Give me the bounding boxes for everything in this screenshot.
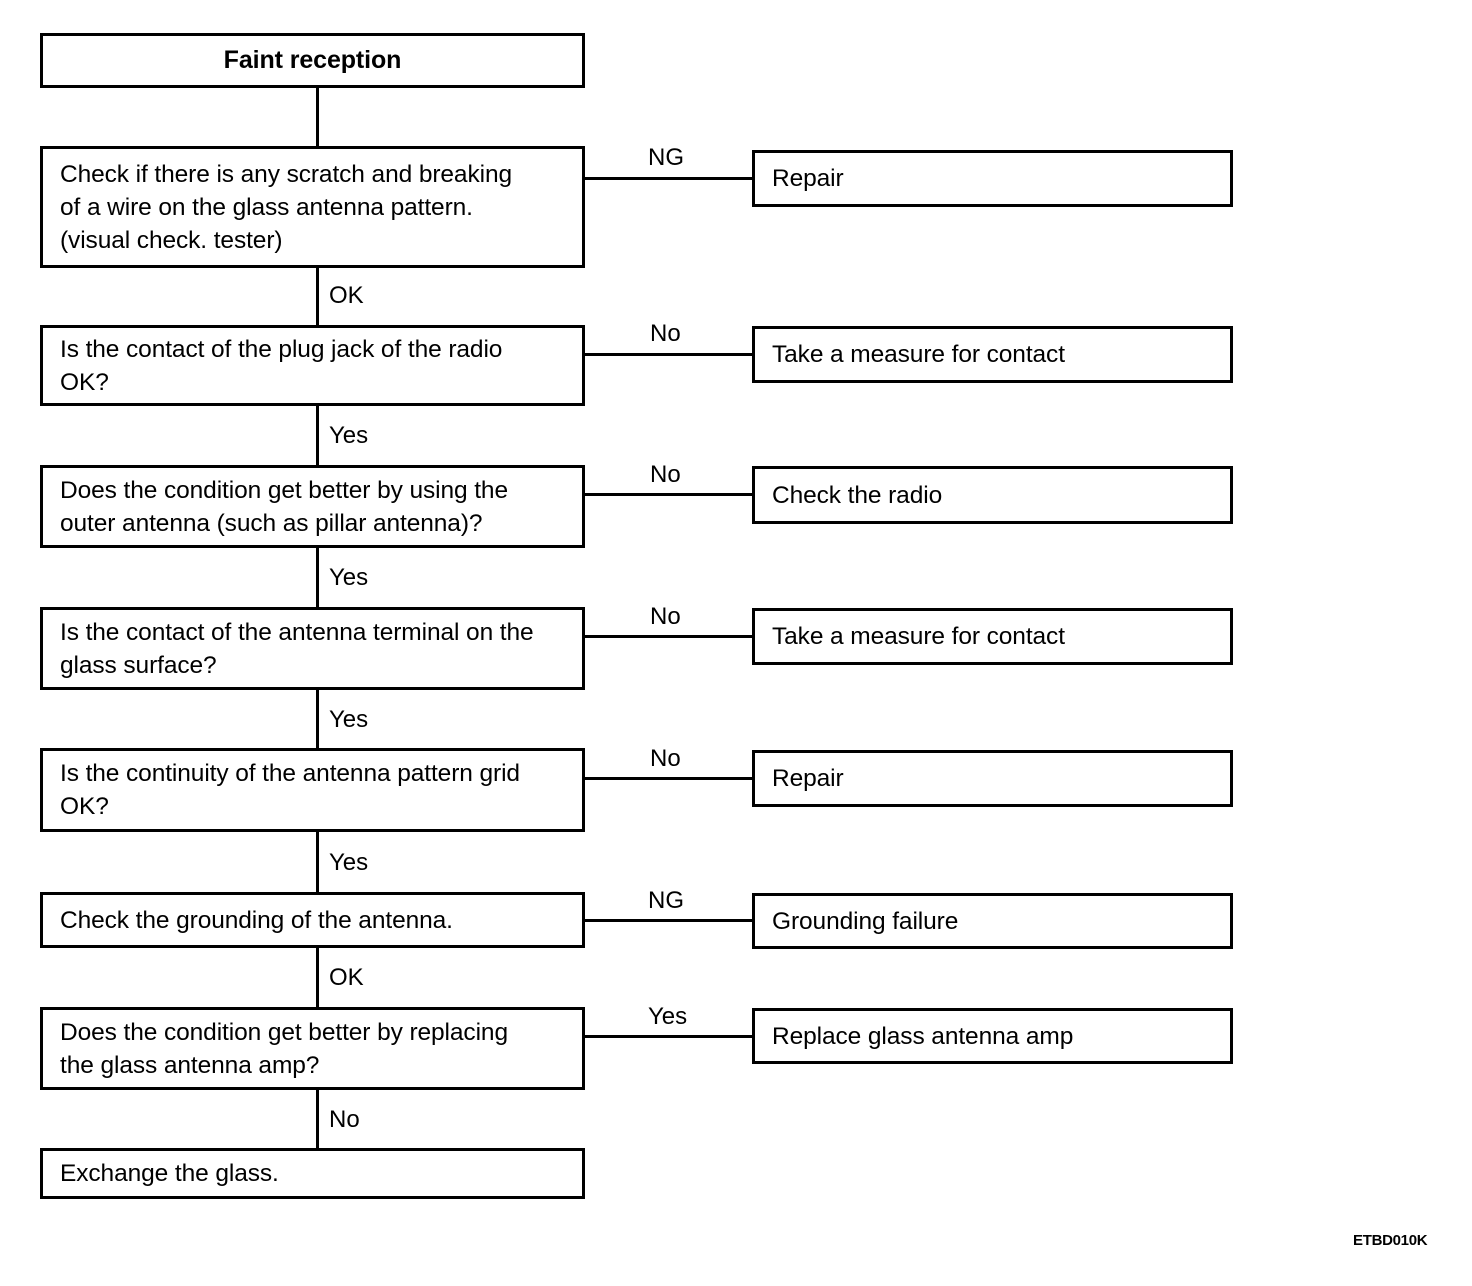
next-label-plug-jack: Yes (329, 422, 369, 449)
node-antenna-terminal-label: Is the contact of the antenna terminal o… (60, 618, 534, 679)
result-repair-1-label: Repair (772, 165, 844, 192)
branch-label-plug-jack: No (650, 320, 681, 347)
node-check-scratch: Check if there is any scratch and breaki… (40, 146, 585, 268)
result-grounding-failure-label: Grounding failure (772, 907, 959, 935)
result-check-radio-label: Check the radio (772, 481, 943, 509)
branch-line-replace-amp (585, 1035, 752, 1038)
connector-start-to-check-scratch (316, 88, 319, 146)
result-take-measure-2: Take a measure for contact (752, 608, 1233, 665)
result-repair-1: Repair (752, 150, 1233, 207)
figure-reference-code: ETBD010K (1353, 1232, 1428, 1249)
branch-line-grounding (585, 919, 752, 922)
node-grounding-label: Check the grounding of the antenna. (60, 906, 453, 934)
node-outer-antenna-label: Does the condition get better by using t… (60, 476, 508, 537)
node-antenna-terminal: Is the contact of the antenna terminal o… (40, 607, 585, 690)
node-outer-antenna: Does the condition get better by using t… (40, 465, 585, 548)
result-take-measure-1-label: Take a measure for contact (772, 341, 1065, 368)
node-check-scratch-label: Check if there is any scratch and breaki… (60, 160, 513, 254)
next-label-check-scratch: OK (329, 282, 364, 309)
connector-pattern-grid-to-grounding (316, 832, 319, 892)
branch-label-replace-amp: Yes (648, 1003, 688, 1030)
next-label-outer-antenna: Yes (329, 564, 369, 591)
node-pattern-grid-label: Is the continuity of the antenna pattern… (60, 760, 520, 820)
node-replace-amp: Does the condition get better by replaci… (40, 1007, 585, 1090)
node-exchange-glass: Exchange the glass. (40, 1148, 585, 1199)
branch-line-check-scratch (585, 177, 752, 180)
next-label-replace-amp: No (329, 1106, 360, 1133)
next-label-grounding: OK (329, 964, 364, 991)
connector-plug-jack-to-outer-antenna (316, 406, 319, 465)
connector-check-scratch-to-plug-jack (316, 268, 319, 325)
result-replace-glass-antenna-amp-label: Replace glass antenna amp (772, 1022, 1074, 1050)
branch-label-pattern-grid: No (650, 745, 681, 772)
next-label-pattern-grid: Yes (329, 849, 369, 876)
result-take-measure-2-label: Take a measure for contact (772, 623, 1065, 650)
connector-grounding-to-replace-amp (316, 948, 319, 1007)
node-exchange-glass-label: Exchange the glass. (60, 1160, 279, 1187)
branch-label-outer-antenna: No (650, 461, 681, 488)
result-repair-2: Repair (752, 750, 1233, 807)
node-plug-jack: Is the contact of the plug jack of the r… (40, 325, 585, 406)
next-label-antenna-terminal: Yes (329, 706, 369, 733)
node-pattern-grid: Is the continuity of the antenna pattern… (40, 748, 585, 832)
connector-replace-amp-to-exchange-glass (316, 1090, 319, 1148)
branch-line-outer-antenna (585, 493, 752, 496)
branch-label-check-scratch: NG (648, 144, 684, 171)
branch-line-pattern-grid (585, 777, 752, 780)
node-replace-amp-label: Does the condition get better by replaci… (60, 1018, 508, 1079)
branch-line-plug-jack (585, 353, 752, 356)
node-start-label: Faint reception (223, 46, 402, 74)
node-grounding: Check the grounding of the antenna. (40, 892, 585, 948)
connector-outer-antenna-to-antenna-terminal (316, 548, 319, 607)
result-replace-glass-antenna-amp: Replace glass antenna amp (752, 1008, 1233, 1064)
result-take-measure-1: Take a measure for contact (752, 326, 1233, 383)
branch-label-antenna-terminal: No (650, 603, 681, 630)
node-start: Faint reception (40, 33, 585, 88)
node-plug-jack-label: Is the contact of the plug jack of the r… (60, 335, 503, 396)
branch-line-antenna-terminal (585, 635, 752, 638)
branch-label-grounding: NG (648, 887, 684, 914)
connector-antenna-terminal-to-pattern-grid (316, 690, 319, 748)
result-grounding-failure: Grounding failure (752, 893, 1233, 949)
result-repair-2-label: Repair (772, 765, 844, 792)
result-check-radio: Check the radio (752, 466, 1233, 524)
